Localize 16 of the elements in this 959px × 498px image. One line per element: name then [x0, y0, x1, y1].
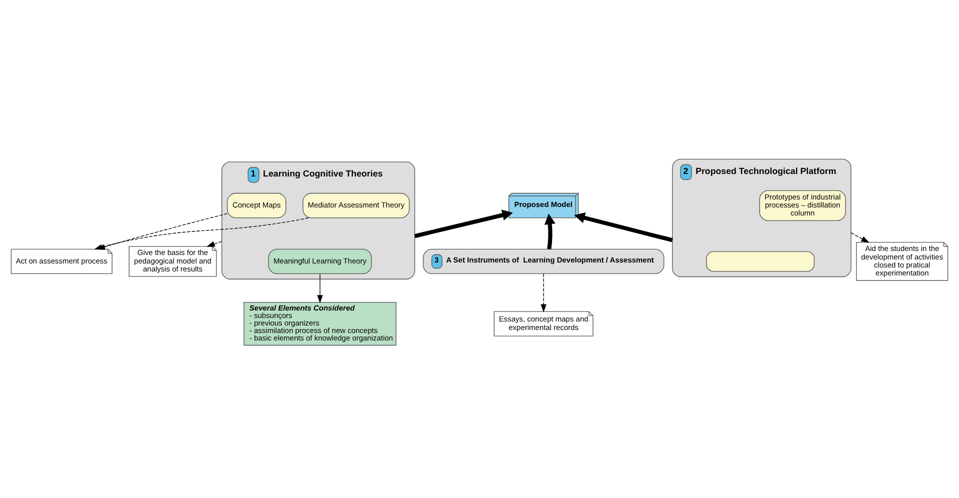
- arrow: [540, 273, 546, 312]
- arrow: [317, 273, 323, 303]
- node-label: 1: [250, 168, 256, 178]
- arrow: [574, 212, 673, 242]
- node-box: Several Elements Considered - subsunçors - previous organizers - assimilation process of new concepts - basic elements of knowledge organization: [244, 302, 396, 346]
- arrow: [414, 209, 513, 238]
- arrow: [206, 240, 222, 246]
- arrow: [850, 232, 870, 242]
- node-label: 2: [683, 165, 688, 176]
- arrow: [544, 213, 556, 249]
- node-box: 3 A Set Instruments of Learning Development / Assessment: [422, 248, 664, 274]
- node-box: [706, 250, 815, 272]
- node-box: Mediator Assessment Theory: [302, 192, 410, 218]
- node-box: Prototypes of industrial processes – distillation column: [759, 190, 846, 220]
- node-box: Concept Maps: [226, 192, 286, 218]
- node-box: Meaningful Learning Theory: [268, 248, 372, 274]
